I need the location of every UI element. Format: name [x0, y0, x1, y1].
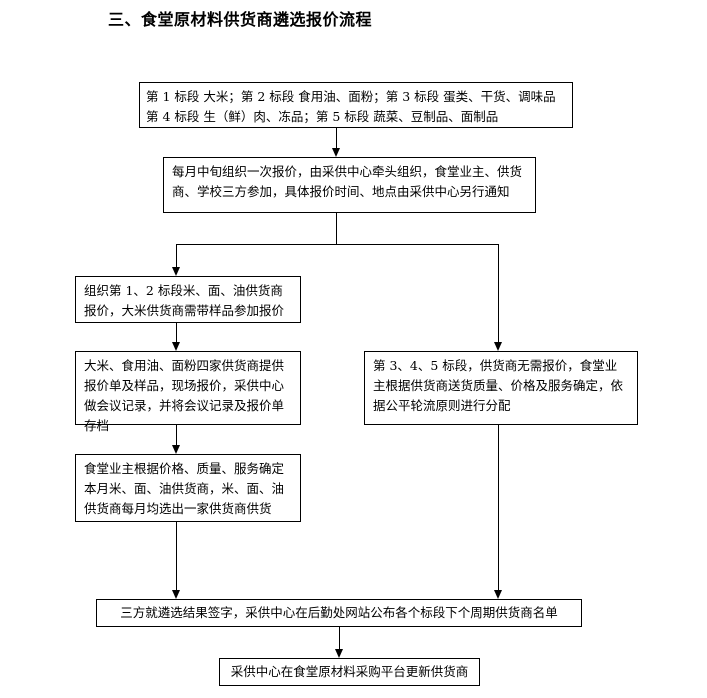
connector-left-branch [176, 244, 177, 267]
monthly-quotation-box: 每月中旬组织一次报价，由采供中心牵头组织，食堂业主、供货商、学校三方参加，具体报… [163, 157, 536, 213]
sections-1-2-quotation-box: 组织第 1、2 标段米、面、油供货商报价，大米供货商需带样品参加报价 [75, 276, 301, 323]
arrowhead-b2 [332, 148, 340, 157]
connector-right-branch [498, 244, 499, 342]
sections-3-4-5-allocation-box: 第 3、4、5 标段，供货商无需报价，食堂业主根据供货商送货质量、价格及服务确定… [364, 351, 638, 425]
page-title: 三、食堂原材料供货商遴选报价流程 [108, 10, 373, 29]
arrowhead-b7-left [172, 590, 180, 599]
arrowhead-b3 [172, 267, 180, 276]
tender-sections-line-1: 第 1 标段 大米；第 2 标段 食用油、面粉；第 3 标段 蛋类、干货、调味品 [146, 89, 556, 104]
canteen-owner-selection-box: 食堂业主根据价格、质量、服务确定本月米、面、油供货商，米、面、油供货商每月均选出… [75, 454, 301, 522]
arrowhead-b5 [494, 342, 502, 351]
connector-b3-b4 [176, 323, 177, 342]
connector-b1-b2 [336, 128, 337, 148]
connector-b5-b7 [498, 425, 499, 590]
arrowhead-b7-right [494, 590, 502, 599]
connector-b7-b8 [339, 627, 340, 649]
connector-b4-b6 [176, 425, 177, 445]
tender-sections-box: 第 1 标段 大米；第 2 标段 食用油、面粉；第 3 标段 蛋类、干货、调味品… [139, 82, 573, 128]
tender-sections-line-2: 第 4 标段 生（鲜）肉、冻品；第 5 标段 蔬菜、豆制品、面制品 [146, 109, 499, 124]
arrowhead-b4 [172, 342, 180, 351]
four-suppliers-quotation-box: 大米、食用油、面粉四家供货商提供报价单及样品，现场报价，采供中心做会议记录，并将… [75, 351, 301, 433]
update-platform-box: 采供中心在食堂原材料采购平台更新供货商 [219, 658, 480, 686]
sign-and-publish-box: 三方就遴选结果签字，采供中心在后勤处网站公布各个标段下个周期供货商名单 [96, 599, 582, 627]
connector-b2-down [336, 213, 337, 245]
connector-b6-b7 [176, 522, 177, 590]
connector-split [176, 244, 499, 245]
arrowhead-b6 [172, 445, 180, 454]
arrowhead-b8 [335, 649, 343, 658]
